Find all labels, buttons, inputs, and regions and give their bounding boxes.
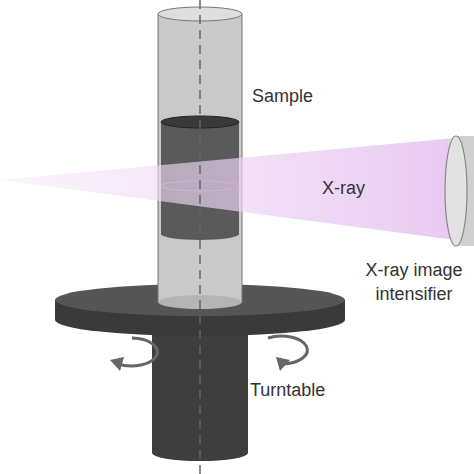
part-label: X-ray image intensifier [364,258,464,307]
xray-beam [0,138,455,240]
rotation-axis [199,0,201,474]
rotation-arrow [110,357,124,371]
part-label: Sample [252,84,313,108]
image-intensifier [445,136,467,246]
rotation-arrow [118,338,157,366]
part-label: X-ray [322,176,365,200]
part-label: Turntable [250,378,325,402]
rotation-arrow [276,357,290,371]
